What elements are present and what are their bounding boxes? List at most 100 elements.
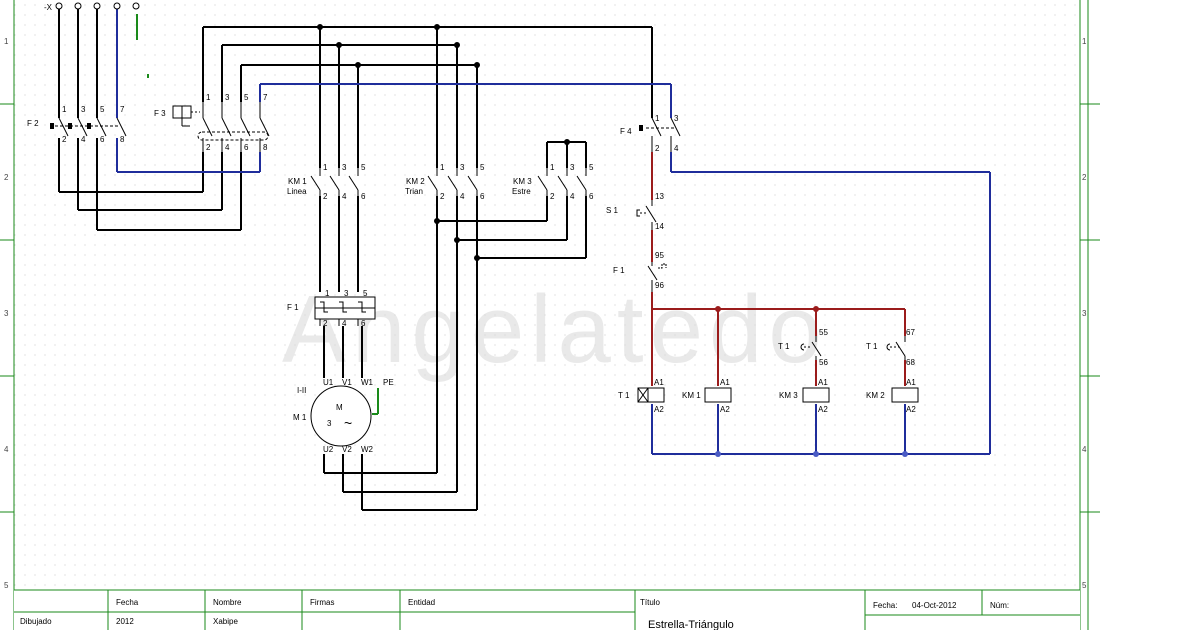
fecha-value: 04-Oct-2012 [912,601,957,610]
fecha-label: Fecha: [873,601,897,610]
pin-label: 5 [480,163,485,172]
header-entidad: Entidad [408,598,435,607]
overload-contact-f1[interactable]: F 1 95 96 [613,251,667,292]
pin-label: 3 [344,289,349,298]
drawn-date: 2012 [116,617,134,626]
pin-label: 3 [570,163,575,172]
timer-contact-t1-no[interactable]: T 1 67 68 [866,328,915,367]
pin-label: V2 [342,445,352,454]
neutral-wiring [116,8,991,455]
pin-label: 5 [100,105,105,114]
coil-label: KM 3 [779,391,798,400]
row-number: 3 [4,309,9,318]
pin-label: 55 [819,328,828,337]
coil-t1[interactable]: T 1 A1 A2 [618,378,665,414]
component-label: T 1 [866,342,878,351]
watermark: Angelatedo [282,276,828,383]
overload-relay-f1[interactable]: F 1 1 3 5 2 4 6 [287,289,376,328]
pin-label: A2 [818,405,828,414]
pin-label: 6 [100,135,105,144]
dot-grid [14,0,1080,630]
row-number: 2 [1082,173,1087,182]
component-label: KM 1 [288,177,307,186]
coil-label: T 1 [618,391,630,400]
earth-wiring [136,14,379,415]
breaker-f4[interactable]: F 4 1 3 2 4 [620,114,681,153]
neutral-junctions [715,451,908,457]
pin-label: 6 [480,192,485,201]
pin-label: 3 [342,163,347,172]
breaker-f2[interactable]: F 2 1 3 5 7 2 4 6 8 [27,105,127,144]
pin-label: 8 [120,135,125,144]
motor-phases: 3 [327,419,332,428]
component-label: F 4 [620,127,632,136]
pin-label: 4 [570,192,575,201]
supply-terminals: -X [44,2,140,12]
row-number: 3 [1082,309,1087,318]
supply-label: -X [44,3,53,12]
pin-label: 7 [263,93,268,102]
pin-label: 2 [323,192,328,201]
timer-contact-t1-nc[interactable]: T 1 55 56 [778,328,828,367]
component-label: KM 2 [406,177,425,186]
row-number: 1 [4,37,9,46]
pin-label: 5 [363,289,368,298]
drawing-title: Estrella-Triángulo [648,619,734,630]
contactor-km3[interactable]: KM 3 Estre 1 3 5 2 4 6 [512,163,594,201]
coil-km3[interactable]: KM 3 A1 A2 [779,378,830,414]
row-number: 4 [4,445,9,454]
pin-label: 4 [460,192,465,201]
pin-label: 1 [440,163,445,172]
row-ruler-left: 1 2 3 4 5 [4,37,9,590]
coil-label: KM 2 [866,391,885,400]
pin-label: 3 [460,163,465,172]
row-number: 1 [1082,37,1087,46]
contactor-km2[interactable]: KM 2 Trian 1 3 5 2 4 6 [405,163,485,201]
motor-m1[interactable]: I-II M 1 M 3 ~ U1 V1 W1 PE U2 V2 W2 [293,378,394,454]
component-label: T 1 [778,342,790,351]
pin-label: 8 [263,143,268,152]
header-titulo: Título [640,598,661,607]
junction-dots [317,24,570,261]
pin-label: 5 [244,93,249,102]
pin-label: 2 [550,192,555,201]
power-wiring [58,8,653,511]
component-label: F 1 [287,303,299,312]
pin-label: 3 [81,105,86,114]
header-firmas: Firmas [310,598,334,607]
pin-label: 1 [62,105,67,114]
pushbutton-s1[interactable]: S 1 13 14 [606,192,664,231]
pin-label: 4 [342,192,347,201]
pin-label: A1 [906,378,916,387]
coil-km2[interactable]: KM 2 A1 A2 [866,378,919,414]
pin-label: 3 [225,93,230,102]
component-label: M 1 [293,413,307,422]
motor-icon [310,385,372,447]
pin-label: 4 [81,135,86,144]
header-nombre: Nombre [213,598,242,607]
breaker-f3[interactable]: F 3 1 3 5 7 2 4 6 8 [154,93,270,152]
pin-label: 4 [342,319,347,328]
row-label-dibujado: Dibujado [20,617,52,626]
pin-label: 13 [655,192,664,201]
coil-km1[interactable]: KM 1 A1 A2 [682,378,732,414]
pin-label: 56 [819,358,828,367]
pe-label: PE [383,378,394,387]
pin-label: 4 [674,144,679,153]
component-label: F 3 [154,109,166,118]
pin-label: U2 [323,445,334,454]
component-label: F 1 [613,266,625,275]
row-ruler-right: 1 2 3 4 5 [1082,37,1087,590]
pin-label: 2 [655,144,660,153]
pin-label: A2 [720,405,730,414]
component-sublabel: Trian [405,187,423,196]
component-label: S 1 [606,206,619,215]
pin-label: 1 [550,163,555,172]
pin-label: 6 [589,192,594,201]
contactor-km1[interactable]: KM 1 Linea 1 3 5 2 4 6 [287,163,366,201]
pin-label: A1 [654,378,664,387]
row-number: 2 [4,173,9,182]
pin-label: 1 [325,289,330,298]
pin-label: 6 [361,192,366,201]
